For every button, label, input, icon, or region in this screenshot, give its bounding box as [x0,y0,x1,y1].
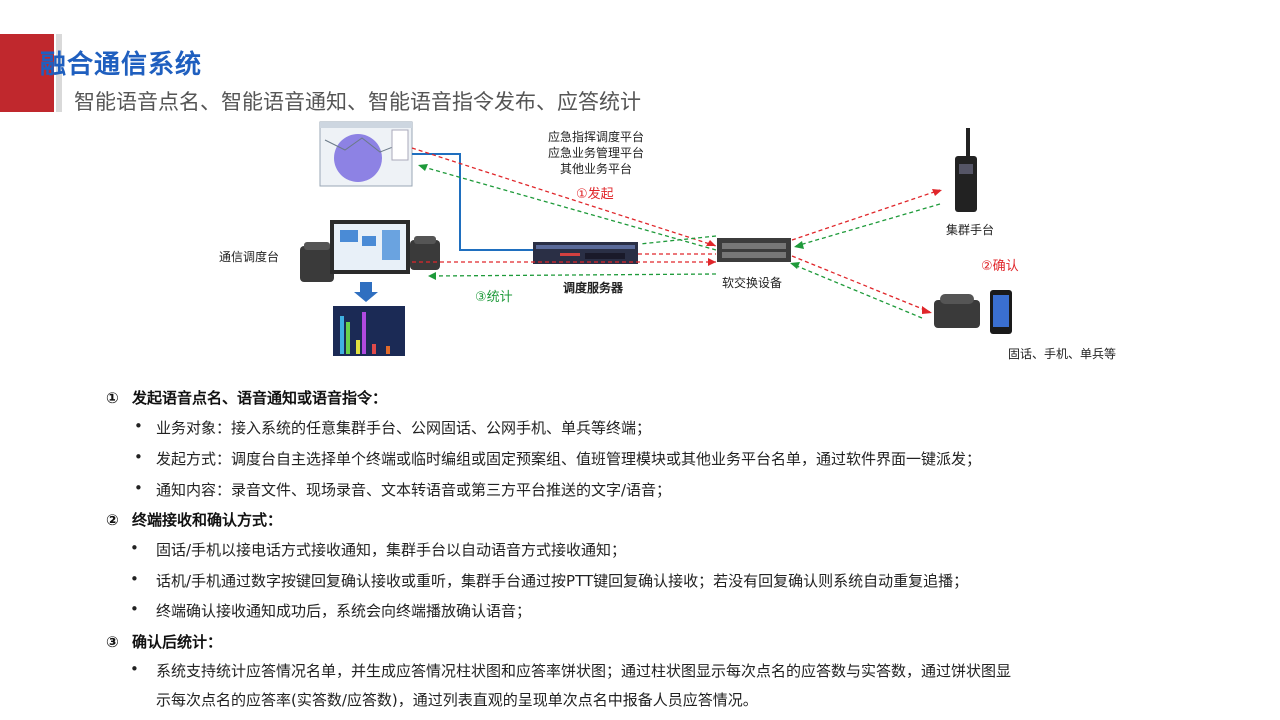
bullet-icon: • [134,479,143,497]
bullet-icon: • [134,448,143,466]
platform-label-2: 应急业务管理平台 [548,145,644,161]
section-2-title: 终端接收和确认方式： [132,511,282,529]
list-item-text: 话机/手机通过数字按键回复确认接收或重听，集群手台通过按PTT键回复确认接收；若… [156,570,968,591]
list-item-text: 通知内容：录音文件、现场录音、文本转语音或第三方平台推送的文字/语音； [156,479,671,500]
system-diagram: 应急指挥调度平台 应急业务管理平台 其他业务平台 ①发起 ②确认 ③统计 通信调… [0,0,1280,370]
desk-phone-icon [934,294,980,328]
phones-label: 固话、手机、单兵等 [1008,345,1116,362]
section-1-number: ① [106,389,132,407]
diagram-graphics [0,0,1280,370]
list-item-text: 固话/手机以接电话方式接收通知，集群手台以自动语音方式接收通知； [156,539,626,560]
section-3-number: ③ [106,633,132,651]
softswitch-device-icon [717,238,791,262]
bullet-icon: • [130,570,139,588]
dispatch-server-icon [533,242,638,264]
server-label: 调度服务器 [563,279,623,296]
platform-labels: 应急指挥调度平台 应急业务管理平台 其他业务平台 [548,129,644,177]
section-3-title: 确认后统计： [132,633,222,651]
step1-label: ①发起 [576,183,614,202]
down-arrow-icon [354,282,378,302]
list-item-text: 系统支持统计应答情况名单，并生成应答情况柱状图和应答率饼状图；通过柱状图显示每次… [156,660,1011,681]
bullet-icon: • [130,539,139,557]
step2-label: ②确认 [981,255,1019,274]
dispatch-console-icon [300,220,440,282]
platform-label-3: 其他业务平台 [548,161,644,177]
platform-label-1: 应急指挥调度平台 [548,129,644,145]
section-2-number: ② [106,511,132,529]
bullet-icon: • [130,660,139,678]
list-item-text: 示每次点名的应答率(实答数/应答数)，通过列表直观的呈现单次点名中报备人员应答情… [156,689,758,710]
console-label: 通信调度台 [219,248,279,265]
section-1-title: 发起语音点名、语音通知或语音指令： [132,389,387,407]
softswitch-label: 软交换设备 [722,274,782,291]
bullet-icon: • [130,600,139,618]
trunk-radio-icon [955,128,977,212]
list-item-text: 业务对象：接入系统的任意集群手台、公网固话、公网手机、单兵等终端； [156,417,651,438]
bullet-icon: • [134,417,143,435]
radio-label: 集群手台 [946,221,994,238]
mobile-phone-icon [990,290,1012,334]
map-screenshot-icon [320,122,412,186]
bar-chart-icon [333,306,405,356]
list-item-text: 终端确认接收通知成功后，系统会向终端播放确认语音； [156,600,531,621]
step3-label: ③统计 [475,286,513,305]
list-item-text: 发起方式：调度台自主选择单个终端或临时编组或固定预案组、值班管理模块或其他业务平… [156,448,981,469]
